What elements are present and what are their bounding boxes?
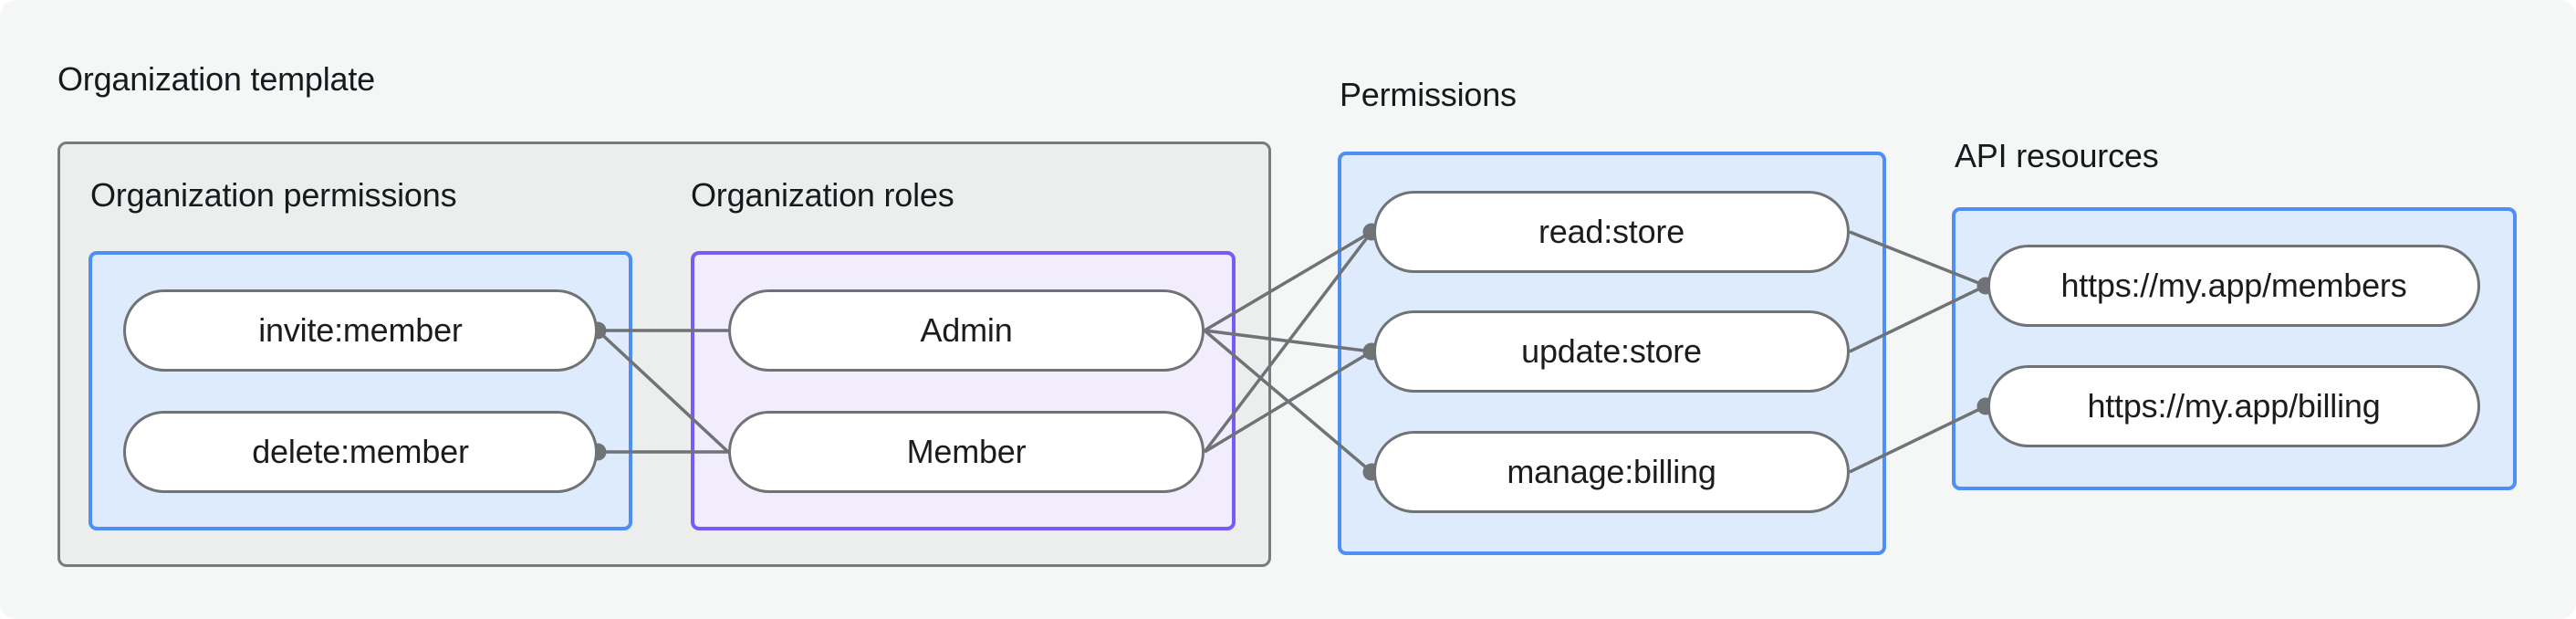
org-permissions-title: Organization permissions xyxy=(90,176,457,214)
node-read-store: read:store xyxy=(1373,191,1850,273)
node-label: https://my.app/members xyxy=(2060,267,2407,304)
node-manage-billing: manage:billing xyxy=(1373,431,1850,513)
permissions-title: Permissions xyxy=(1340,76,1517,113)
node-label: delete:member xyxy=(252,433,469,470)
node-member-role: Member xyxy=(728,411,1205,493)
node-api-billing: https://my.app/billing xyxy=(1987,365,2480,447)
node-invite-member: invite:member xyxy=(123,289,598,372)
node-label: update:store xyxy=(1521,332,1702,370)
node-label: read:store xyxy=(1538,213,1685,250)
org-template-title: Organization template xyxy=(57,60,375,98)
node-delete-member: delete:member xyxy=(123,411,598,493)
org-roles-title: Organization roles xyxy=(691,176,954,214)
node-api-members: https://my.app/members xyxy=(1987,245,2480,327)
node-admin-role: Admin xyxy=(728,289,1205,372)
node-update-store: update:store xyxy=(1373,310,1850,393)
node-label: https://my.app/billing xyxy=(2087,387,2381,425)
node-label: Admin xyxy=(920,311,1013,349)
node-label: Member xyxy=(906,433,1027,470)
node-label: manage:billing xyxy=(1507,453,1716,490)
api-resources-title: API resources xyxy=(1955,137,2159,174)
node-label: invite:member xyxy=(258,311,463,349)
